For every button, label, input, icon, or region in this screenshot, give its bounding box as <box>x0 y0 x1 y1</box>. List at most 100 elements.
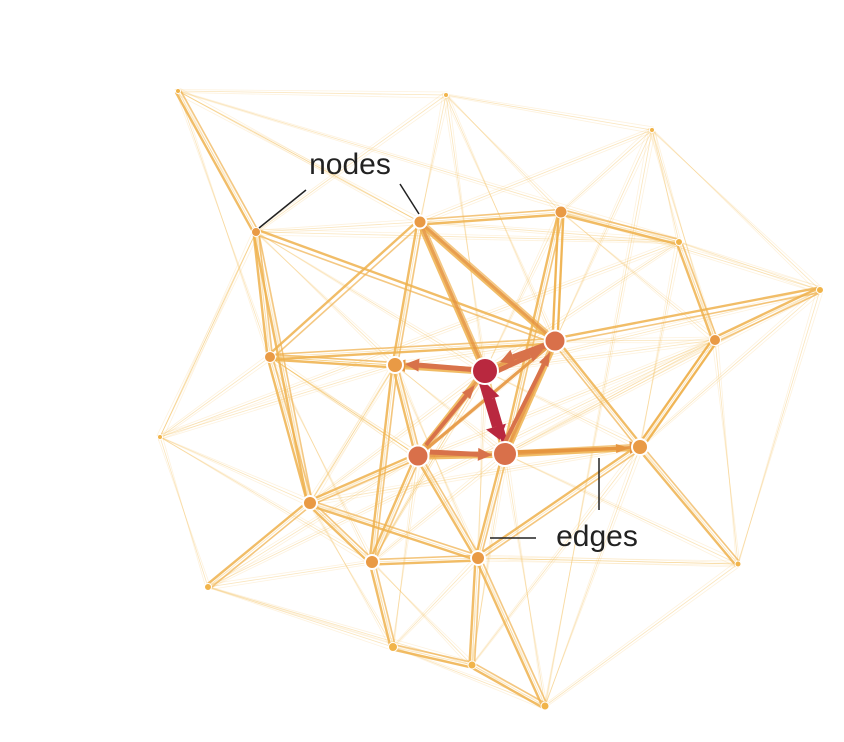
edge-faint <box>177 90 680 243</box>
arrow-m-to-p-shaft <box>479 381 500 428</box>
edge-faint <box>266 355 420 454</box>
edge-strong <box>417 222 555 344</box>
edge-strong <box>556 212 565 342</box>
edge-faint <box>308 366 399 507</box>
edge-faint <box>392 557 479 648</box>
edge-faint <box>177 90 421 223</box>
arrow-p-to-i-head <box>539 352 550 367</box>
edge-faint <box>546 445 638 704</box>
edge-faint <box>394 364 419 457</box>
arrow-p-to-q-shaft <box>514 446 617 454</box>
edge-strong <box>561 208 680 241</box>
edge-strong <box>308 504 478 562</box>
edge-strong <box>392 648 472 669</box>
edge-faint <box>161 240 677 435</box>
edge-faint <box>681 243 819 294</box>
edge-strong <box>715 291 822 343</box>
edge-faint <box>556 128 650 339</box>
edge-faint <box>477 557 546 707</box>
edge-faint <box>487 244 678 373</box>
edge-faint <box>678 241 716 341</box>
edge-faint <box>470 448 644 669</box>
edge-faint <box>254 96 450 236</box>
edge-strong <box>394 366 485 375</box>
edge-faint <box>309 455 419 504</box>
node-e <box>412 214 428 230</box>
edge-faint <box>474 556 740 562</box>
edge-faint <box>737 289 821 565</box>
edge-faint <box>476 560 742 566</box>
node-d <box>251 227 261 237</box>
edge-faint <box>174 89 448 93</box>
edge-faint <box>544 129 653 707</box>
edge-faint <box>504 453 739 565</box>
edge-faint <box>371 370 486 563</box>
edge-strong <box>472 662 547 705</box>
edge-strong <box>256 228 557 340</box>
edge-faint <box>308 372 489 507</box>
edge-faint <box>368 560 474 663</box>
edge-faint <box>639 289 821 448</box>
edge-faint <box>174 89 272 355</box>
edge-strong <box>271 223 423 360</box>
edge-faint <box>207 561 373 588</box>
edge-faint <box>448 96 651 134</box>
edge-faint <box>174 89 422 220</box>
edge-faint <box>371 364 396 563</box>
edge-faint <box>654 131 678 246</box>
edge-faint <box>394 454 416 645</box>
edge-faint <box>373 452 503 560</box>
edge-faint <box>481 336 717 370</box>
edge-faint <box>504 339 716 455</box>
edge-faint <box>554 129 653 342</box>
arrow-p-to-q-head <box>615 443 630 454</box>
edge-faint <box>448 96 484 375</box>
edge-faint <box>504 211 562 455</box>
edge-faint <box>501 452 740 562</box>
edge-strong <box>556 338 643 447</box>
arrow-m-to-i-shaft <box>493 353 532 375</box>
edges-label: edges <box>556 520 638 553</box>
arrow-m-to-l-head <box>405 358 420 372</box>
edge-faint <box>179 87 418 221</box>
edge-strong <box>179 89 259 232</box>
edge-faint <box>503 291 824 458</box>
edge-faint <box>442 93 487 369</box>
edge-faint <box>159 241 680 438</box>
edge-faint <box>255 231 486 372</box>
edge-faint <box>648 128 681 240</box>
edge-strong <box>270 353 396 364</box>
edge-faint <box>419 211 562 223</box>
edge-faint <box>484 211 562 372</box>
edge-faint <box>174 89 681 240</box>
edge-faint <box>543 565 742 710</box>
edge-strong <box>393 643 473 664</box>
node-s <box>364 554 380 570</box>
edge-strong <box>174 91 255 234</box>
edge-faint <box>255 231 680 243</box>
edge-strong <box>479 556 549 706</box>
edge-faint <box>210 588 392 651</box>
edge-faint <box>156 435 210 585</box>
edge-faint <box>309 446 641 504</box>
edge-strong <box>555 291 821 345</box>
edge-faint <box>252 230 397 363</box>
edge-faint <box>159 436 209 588</box>
edge-hot <box>418 220 557 343</box>
edge-faint <box>543 131 656 710</box>
edge-faint <box>177 90 271 358</box>
edge-faint <box>471 453 506 666</box>
edge-faint <box>391 559 482 651</box>
edge-faint <box>255 94 447 233</box>
edge-faint <box>442 93 654 128</box>
edge-faint <box>156 435 374 560</box>
edge-faint <box>445 94 562 213</box>
edge-faint <box>487 372 639 451</box>
edge-faint <box>394 556 476 645</box>
edge-faint <box>312 367 394 505</box>
edge-faint <box>392 646 546 707</box>
edge-faint <box>391 363 507 452</box>
edge-faint <box>651 129 680 243</box>
arrow-p-to-i-shaft <box>503 363 546 443</box>
